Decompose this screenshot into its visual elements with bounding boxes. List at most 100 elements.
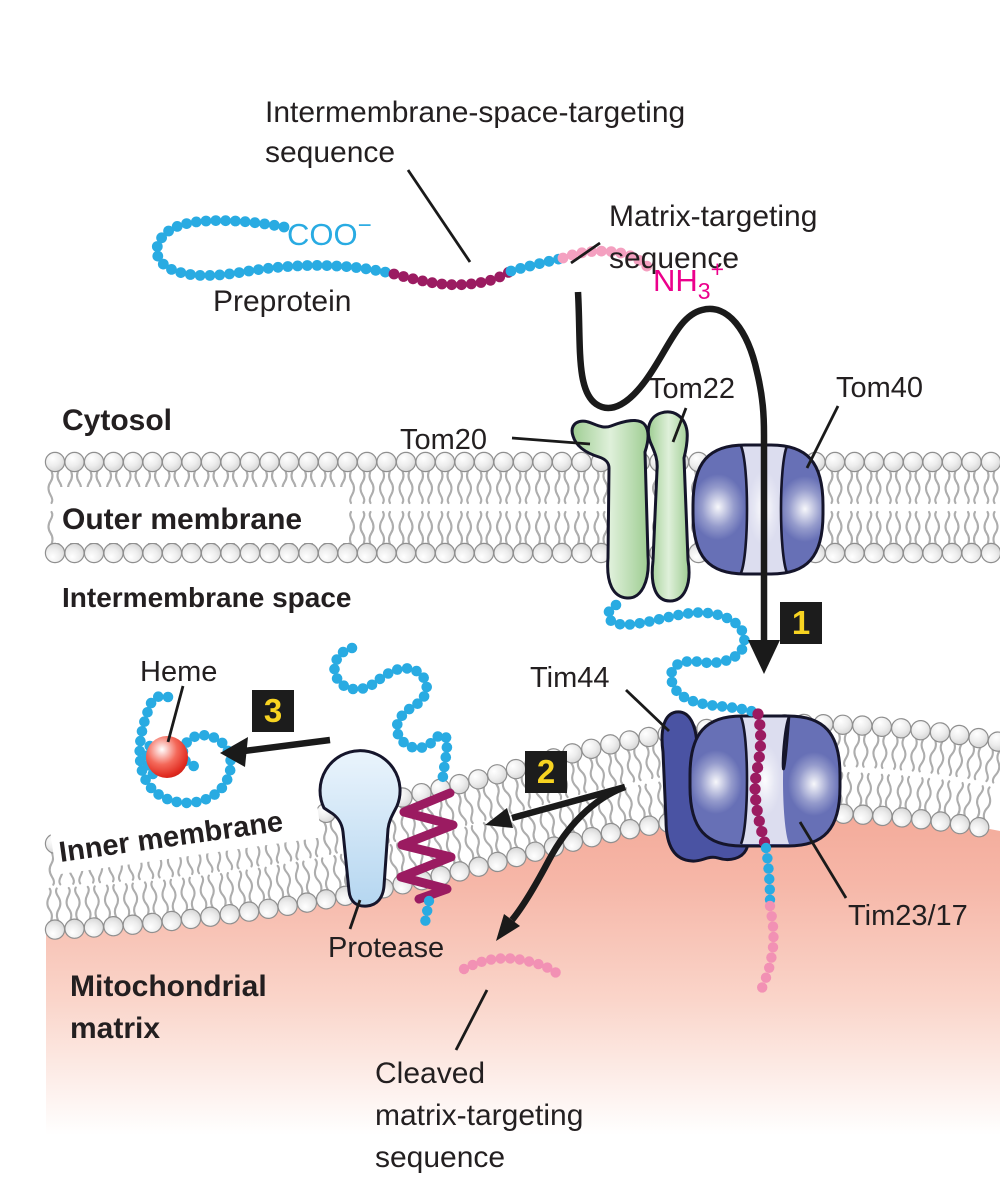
lipid bbox=[980, 451, 1000, 505]
step3-arrowhead bbox=[220, 737, 248, 767]
lipid bbox=[356, 510, 378, 564]
step2-arrowhead-matrix bbox=[496, 914, 520, 941]
tom22-label: Tom22 bbox=[648, 373, 735, 405]
tim23-17-label: Tim23/17 bbox=[848, 900, 968, 932]
label-pointers bbox=[166, 169, 848, 1051]
lipid bbox=[637, 783, 660, 836]
outer-membrane-label: Outer membrane bbox=[62, 503, 302, 536]
lipid bbox=[395, 510, 417, 564]
pathway-arrows bbox=[220, 291, 780, 941]
heme-label: Heme bbox=[140, 656, 217, 688]
nh3-terminus-label: NH3+ bbox=[653, 256, 724, 304]
lipid bbox=[891, 718, 912, 771]
step-2-badge: 2 bbox=[525, 751, 567, 793]
lipid bbox=[941, 510, 963, 564]
lipid bbox=[961, 510, 982, 564]
lipid bbox=[464, 825, 489, 877]
lipid bbox=[199, 874, 221, 927]
step2-arrow-matrix bbox=[509, 783, 627, 923]
inner-membrane-label-box bbox=[49, 787, 322, 875]
lipid bbox=[468, 769, 494, 821]
outer-membrane-label-box bbox=[56, 487, 348, 543]
lipid bbox=[122, 882, 144, 935]
lipid bbox=[493, 510, 514, 564]
preprotein-label: Preprotein bbox=[213, 285, 351, 318]
lipid bbox=[161, 878, 182, 932]
coo-terminus-label: COO− bbox=[287, 212, 372, 252]
cleaved-label-line3: sequence bbox=[375, 1141, 505, 1174]
lipid bbox=[961, 451, 982, 505]
intermembrane-space-label: Intermembrane space bbox=[62, 582, 351, 613]
lipid bbox=[619, 730, 642, 783]
tom20-label: Tom20 bbox=[400, 424, 487, 456]
matrix-targeting-label-line2: sequence bbox=[609, 242, 739, 275]
step-1-number: 1 bbox=[792, 604, 810, 641]
tim23-17-channel-protein bbox=[688, 714, 842, 848]
ims-targeting-sequence bbox=[388, 267, 514, 291]
lipid bbox=[294, 860, 318, 913]
lipid bbox=[512, 451, 534, 505]
polypeptide-chains bbox=[134, 215, 779, 993]
lipid bbox=[863, 451, 885, 505]
translocating-chain-ims bbox=[603, 599, 757, 717]
preprotein-mature-chain bbox=[151, 215, 391, 281]
lipid bbox=[493, 451, 514, 505]
folded-protein-with-heme bbox=[134, 691, 236, 809]
cytosol-label: Cytosol bbox=[62, 404, 172, 437]
lipid bbox=[256, 866, 279, 919]
laterally-sorted-chain bbox=[329, 642, 453, 783]
lipid bbox=[872, 773, 893, 827]
ims-sequence-in-channel bbox=[749, 708, 771, 848]
lipid bbox=[376, 510, 397, 564]
membrane-anchor-helix bbox=[396, 788, 458, 904]
step3-arrow bbox=[243, 736, 331, 755]
heme-pointer bbox=[166, 685, 185, 743]
protease-protein bbox=[318, 749, 402, 908]
lipid bbox=[473, 510, 495, 564]
lipid bbox=[980, 510, 1000, 564]
lipid bbox=[275, 863, 298, 916]
tim23-17-pointer bbox=[798, 821, 848, 899]
lipid bbox=[356, 451, 378, 505]
lipid bbox=[218, 872, 241, 925]
ims-targeting-pointer bbox=[406, 169, 472, 263]
step-2-number: 2 bbox=[537, 753, 555, 790]
tom40-pointer bbox=[805, 405, 840, 469]
matrix-targeting-label-line1: Matrix-targeting bbox=[609, 200, 817, 233]
tom20-protein bbox=[570, 418, 650, 600]
cleaved-label-line2: matrix-targeting bbox=[375, 1099, 583, 1132]
lipid bbox=[313, 857, 337, 910]
lipid bbox=[581, 738, 606, 791]
tom22-pointer bbox=[671, 407, 688, 443]
mitochondrial-matrix-label-line1: Mitochondrial bbox=[70, 970, 267, 1003]
lipid bbox=[571, 451, 592, 505]
import-arrowhead bbox=[748, 640, 780, 674]
mitochondrial-matrix-label-line2: matrix bbox=[70, 1012, 160, 1045]
lipid bbox=[638, 726, 661, 780]
step-3-badge: 3 bbox=[252, 690, 294, 732]
tom40-label: Tom40 bbox=[836, 372, 923, 404]
matrix-targeting-pointer bbox=[570, 241, 601, 265]
cleaved-matrix-targeting-sequence bbox=[458, 953, 561, 978]
step2-arrow-lateral bbox=[511, 783, 626, 822]
lipid bbox=[922, 451, 943, 505]
lipid bbox=[902, 451, 924, 505]
matrix-sequence-below-tim bbox=[757, 900, 779, 993]
tim44-pointer bbox=[625, 688, 670, 733]
lipid bbox=[852, 772, 874, 825]
tom20-pointer bbox=[511, 436, 591, 446]
protease-pointer bbox=[348, 899, 362, 930]
lipid bbox=[44, 451, 66, 505]
lipid bbox=[871, 716, 892, 769]
lipid bbox=[883, 451, 904, 505]
lipid bbox=[434, 451, 456, 505]
lipid bbox=[180, 876, 202, 930]
protease-label: Protease bbox=[328, 932, 444, 964]
cleaved-pointer bbox=[454, 989, 489, 1051]
lipid bbox=[454, 451, 475, 505]
chain-below-tim-cyan bbox=[760, 842, 776, 905]
lipid bbox=[237, 869, 260, 922]
lipid bbox=[415, 510, 436, 564]
lipid bbox=[454, 510, 475, 564]
